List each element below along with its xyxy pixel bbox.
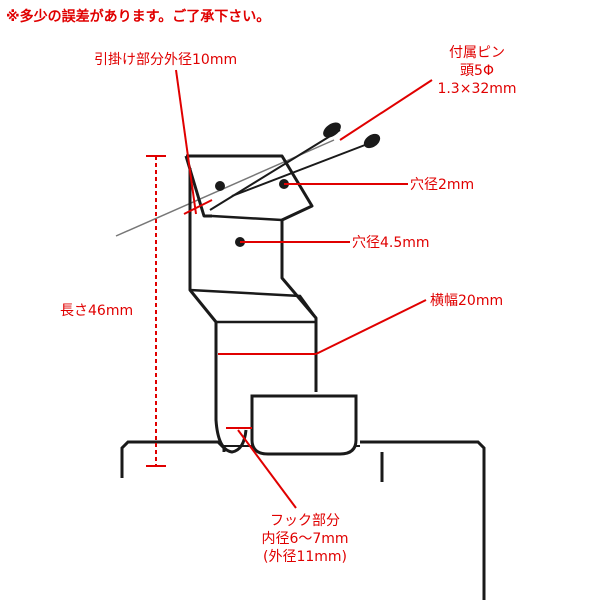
hook-plate-edge [211,214,283,222]
hook-part-label: フック部分 内径6〜7mm (外径11mm) [240,512,370,566]
hook-outer-leader [175,69,197,215]
pin-label: 付属ピン 頭5Φ 1.3×32mm [422,44,532,98]
hole-large-label: 穴径4.5mm [352,235,430,251]
width-leader [315,299,427,355]
hook-part-leader [237,429,297,509]
hook-bend [189,288,318,324]
length-label: 長さ46mm [60,303,134,319]
hook-part-line1: フック部分 [270,513,340,529]
pin-right [231,133,381,197]
pin-leader [339,79,433,141]
hook-part-line2: 内径6〜7mm [261,531,349,547]
pin-label-line2: 頭5Φ [460,63,494,79]
pin-label-line3: 1.3×32mm [437,81,517,97]
hook-outer-label: 引掛け部分外径10mm [94,52,238,68]
hook-part-line3: (外径11mm) [262,549,347,565]
hanging-block [250,394,358,456]
pin-label-line1: 付属ピン [449,45,505,61]
disclaimer-text: ※多少の誤差があります。ご了承下さい。 [6,9,271,25]
hole-small-label: 穴径2mm [410,177,475,193]
pin-left [209,122,341,211]
width-label: 横幅20mm [430,293,504,309]
hole-small-icon [215,181,225,191]
